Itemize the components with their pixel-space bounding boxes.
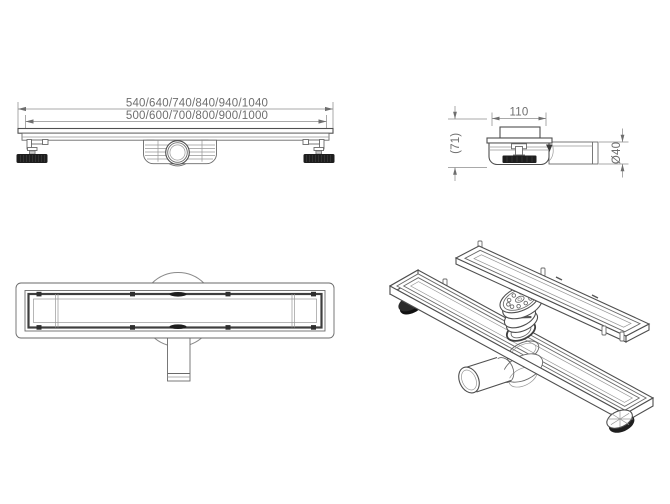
- foot-screw: [29, 150, 36, 155]
- grate-peg: [619, 331, 625, 342]
- plan-view: [15, 272, 335, 382]
- dimension-label-height: (71): [450, 133, 462, 154]
- flange-cap: [499, 126, 541, 139]
- dimension-label-inner-length: 500/600/700/800/900/1000: [126, 110, 268, 122]
- arrowhead: [492, 116, 500, 121]
- frame-seams: [55, 294, 295, 328]
- grate-frame-inner: [33, 298, 317, 323]
- grate-peg: [601, 325, 607, 336]
- channel-floor: [409, 281, 634, 403]
- end-section-view: 110 (71) Ø40: [448, 106, 629, 181]
- grate-cover-iso: [454, 240, 651, 343]
- drain-trap-front: [143, 139, 217, 167]
- outlet-pipe-end: [458, 366, 480, 394]
- frame-clips: [36, 291, 316, 330]
- adjustable-foot-front: [16, 139, 49, 163]
- height-dimension: (71): [448, 106, 487, 181]
- arrowhead: [318, 119, 327, 124]
- flange-plate: [486, 137, 553, 144]
- grate-border-inner: [473, 254, 632, 328]
- outlet-pipe-plan: [167, 337, 191, 382]
- adjustable-foot-front-right: [302, 139, 335, 164]
- knurled-ring: [502, 155, 537, 163]
- length-dimensions: 540/640/740/840/940/1040 500/600/700/800…: [17, 98, 334, 128]
- foot-spokes: [607, 411, 633, 427]
- foot-bracket-arm: [31, 139, 43, 145]
- adjustable-foot-iso-right: [606, 409, 635, 433]
- outlet-pipe-side: [548, 141, 599, 165]
- drain-trap-side: [488, 142, 554, 166]
- outlet-diameter-dimension: Ø40: [599, 128, 629, 178]
- hook-detail: [546, 144, 553, 152]
- dimension-label-trap-width: 110: [510, 107, 529, 119]
- grate-clip-marks: [555, 276, 599, 299]
- arrowhead: [25, 119, 34, 124]
- arrowhead: [18, 106, 26, 112]
- foot-knurl-lines: [20, 155, 45, 162]
- trap-flange-side: [486, 126, 553, 144]
- front-elevation-view: 540/640/740/840/940/1040 500/600/700/800…: [16, 98, 335, 167]
- outlet-end-circle: [165, 140, 190, 165]
- arrowhead: [325, 106, 333, 112]
- channel-tray-iso: [388, 269, 655, 415]
- arrowhead: [538, 116, 546, 121]
- arrowhead: [453, 167, 457, 175]
- isometric-exploded-view: [388, 240, 655, 433]
- trap-width-dimension: 110: [491, 107, 547, 126]
- dimension-label-outer-length: 540/640/740/840/940/1040: [126, 98, 268, 110]
- dimension-label-outlet-diameter: Ø40: [611, 142, 623, 164]
- knurl-lines: [506, 156, 533, 162]
- arrowhead: [620, 134, 625, 142]
- foot-bolt: [42, 139, 49, 145]
- arrowhead: [620, 164, 625, 172]
- foot-disc: [16, 154, 48, 163]
- arrowhead: [453, 111, 457, 119]
- drain-trap-iso: [458, 353, 544, 394]
